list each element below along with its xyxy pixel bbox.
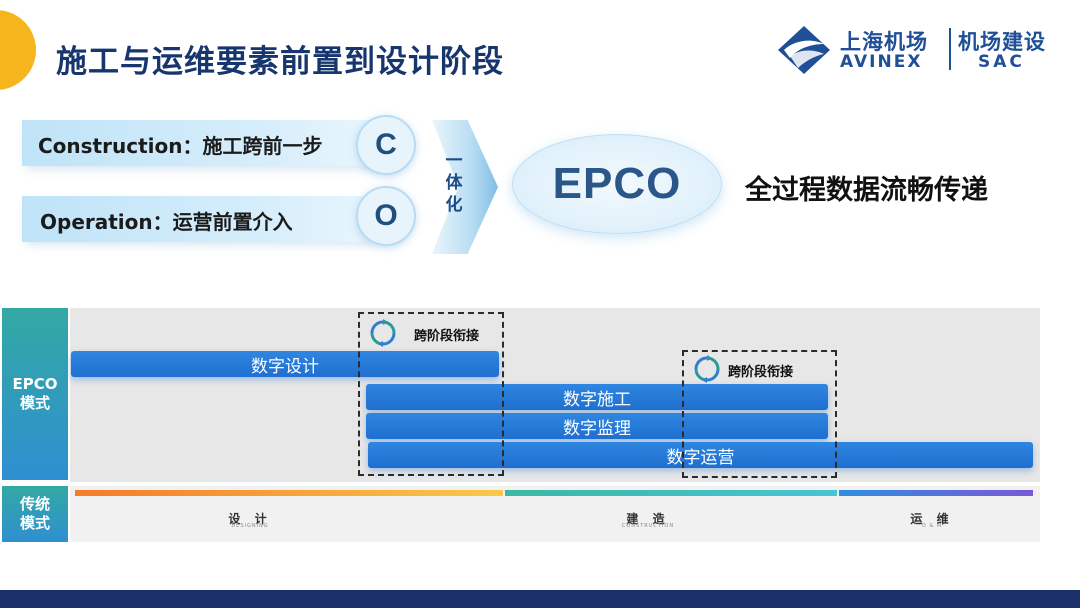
design-phase-sub: DESIGNING (231, 523, 269, 529)
logo-cn-secondary: 机场建设 (958, 30, 1046, 54)
logo-en-primary: AVINEX (840, 52, 923, 72)
epco-description: 全过程数据流畅传递 (745, 175, 988, 206)
letter-c-circle: C (356, 115, 416, 175)
digital-construction-bar: 数字施工 (366, 384, 828, 410)
page-title: 施工与运维要素前置到设计阶段 (56, 44, 504, 80)
transition-label-2: 跨阶段衔接 (728, 365, 794, 380)
epco-mode-tag: EPCO 模式 (2, 308, 68, 480)
design-phase-label: 设 计 (228, 512, 272, 526)
logo-cn-primary: 上海机场 (840, 30, 928, 54)
company-logo: 上海机场 AVINEX 机场建设 SAC (776, 22, 1066, 78)
om-phase-label: 运 维 (910, 512, 954, 526)
construction-phase-label: 建 造 (626, 512, 670, 526)
construction-text: Construction：施工跨前一步 (38, 134, 323, 158)
epco-ellipse: EPCO (512, 134, 722, 234)
logo-mark-icon (778, 26, 830, 74)
transition-box-2 (682, 350, 837, 478)
construction-phase-sub: CONSTRUCTION (621, 523, 675, 529)
footer-bar (0, 590, 1080, 608)
corner-decoration (0, 10, 36, 90)
construction-bar: Construction：施工跨前一步 (22, 120, 377, 166)
traditional-mode-tag: 传统 模式 (2, 486, 68, 542)
digital-supervision-bar: 数字监理 (366, 413, 828, 439)
construction-phase-line (505, 490, 837, 496)
sync-icon (370, 319, 396, 347)
logo-en-secondary: SAC (978, 52, 1025, 72)
operation-bar: Operation：运营前置介入 (22, 196, 377, 242)
transition-label-1: 跨阶段衔接 (414, 329, 480, 344)
design-phase-line (75, 490, 503, 496)
om-phase-line (839, 490, 1033, 496)
sync-icon (694, 355, 720, 383)
logo-divider (949, 28, 951, 70)
integration-arrow (432, 120, 498, 254)
letter-o-circle: O (356, 186, 416, 246)
digital-design-bar: 数字设计 (71, 351, 499, 377)
digital-operation-bar: 数字运营 (368, 442, 1033, 468)
transition-box-1 (358, 312, 504, 476)
operation-text: Operation：运营前置介入 (40, 210, 293, 234)
om-phase-sub: O & M (921, 523, 943, 529)
integration-label: 一体化 (445, 151, 463, 215)
